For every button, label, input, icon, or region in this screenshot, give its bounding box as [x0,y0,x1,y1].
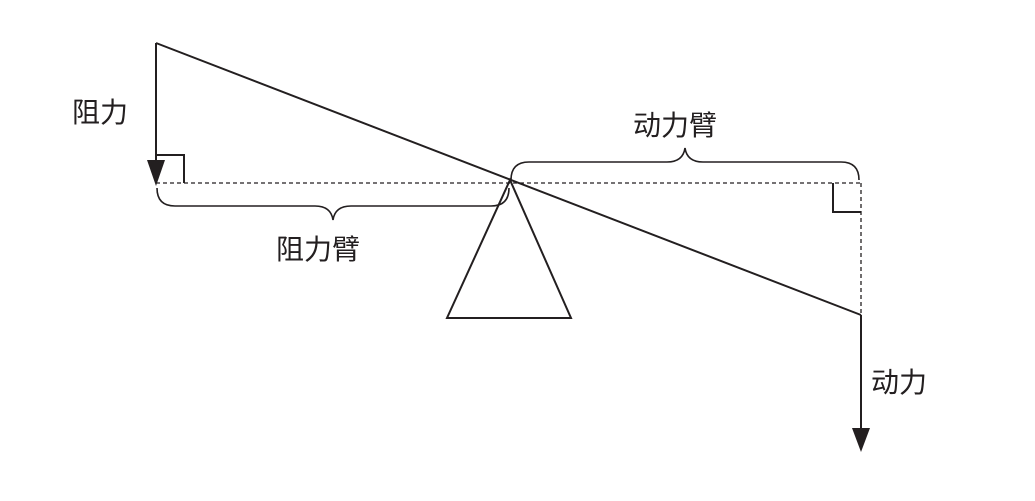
lever-bar [155,42,862,316]
fulcrum-triangle [445,177,573,319]
effort-arm-label: 动力臂 [633,109,717,142]
resistance-force-arrow [147,43,165,186]
resistance-arm-brace [156,187,510,221]
resistance-arm-label: 阻力臂 [276,233,360,266]
resistance-force-label: 阻力 [72,96,128,129]
effort-right-angle-marker [832,183,861,213]
effort-arm-brace [510,147,860,181]
effort-force-arrow [852,315,870,452]
effort-force-label: 动力 [871,366,927,399]
resistance-right-angle-marker [156,154,185,183]
